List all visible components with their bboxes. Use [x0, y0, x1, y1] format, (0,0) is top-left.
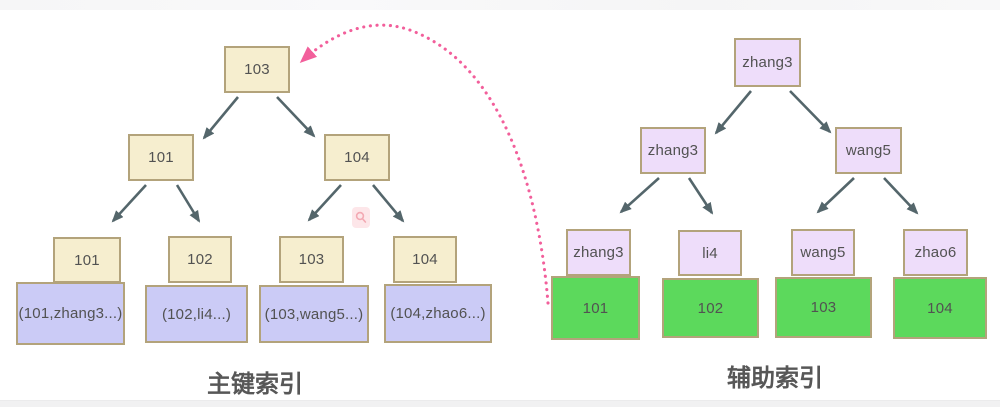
primary-root-node: 103 [224, 46, 290, 93]
secondary-leaf-key: li4 [678, 230, 742, 276]
secondary-internal-node: wang5 [835, 127, 902, 174]
secondary-leaf-pk: 104 [893, 277, 987, 339]
secondary-tree-arrows [619, 90, 919, 215]
bottom-edge-strip [0, 400, 1000, 407]
primary-leaf-row: (103,wang5...) [259, 285, 369, 343]
primary-index-caption: 主键索引 [207, 371, 303, 398]
secondary-leaf-pk: 101 [551, 276, 640, 340]
top-edge-strip [0, 0, 1000, 10]
primary-internal-node: 104 [324, 134, 390, 181]
primary-leaf-key: 103 [279, 236, 344, 283]
magnifier-icon [352, 207, 370, 228]
primary-leaf-row: (101,zhang3...) [16, 282, 125, 345]
primary-tree-arrows [111, 96, 405, 223]
primary-leaf-key: 104 [393, 236, 457, 283]
secondary-internal-node: zhang3 [640, 127, 706, 174]
secondary-leaf-key: zhang3 [566, 229, 631, 276]
secondary-leaf-pk: 103 [775, 277, 872, 338]
secondary-root-node: zhang3 [734, 38, 801, 87]
back-lookup-dotted-arrow [299, 23, 550, 305]
secondary-index-caption: 辅助索引 [727, 365, 823, 392]
primary-leaf-row: (102,li4...) [145, 285, 248, 343]
primary-leaf-key: 101 [53, 237, 121, 283]
primary-internal-node: 101 [128, 134, 194, 181]
primary-leaf-key: 102 [168, 236, 232, 283]
secondary-leaf-key: wang5 [791, 229, 855, 276]
secondary-leaf-key: zhao6 [903, 229, 968, 276]
secondary-leaf-pk: 102 [662, 278, 759, 338]
primary-leaf-row: (104,zhao6...) [384, 284, 492, 343]
